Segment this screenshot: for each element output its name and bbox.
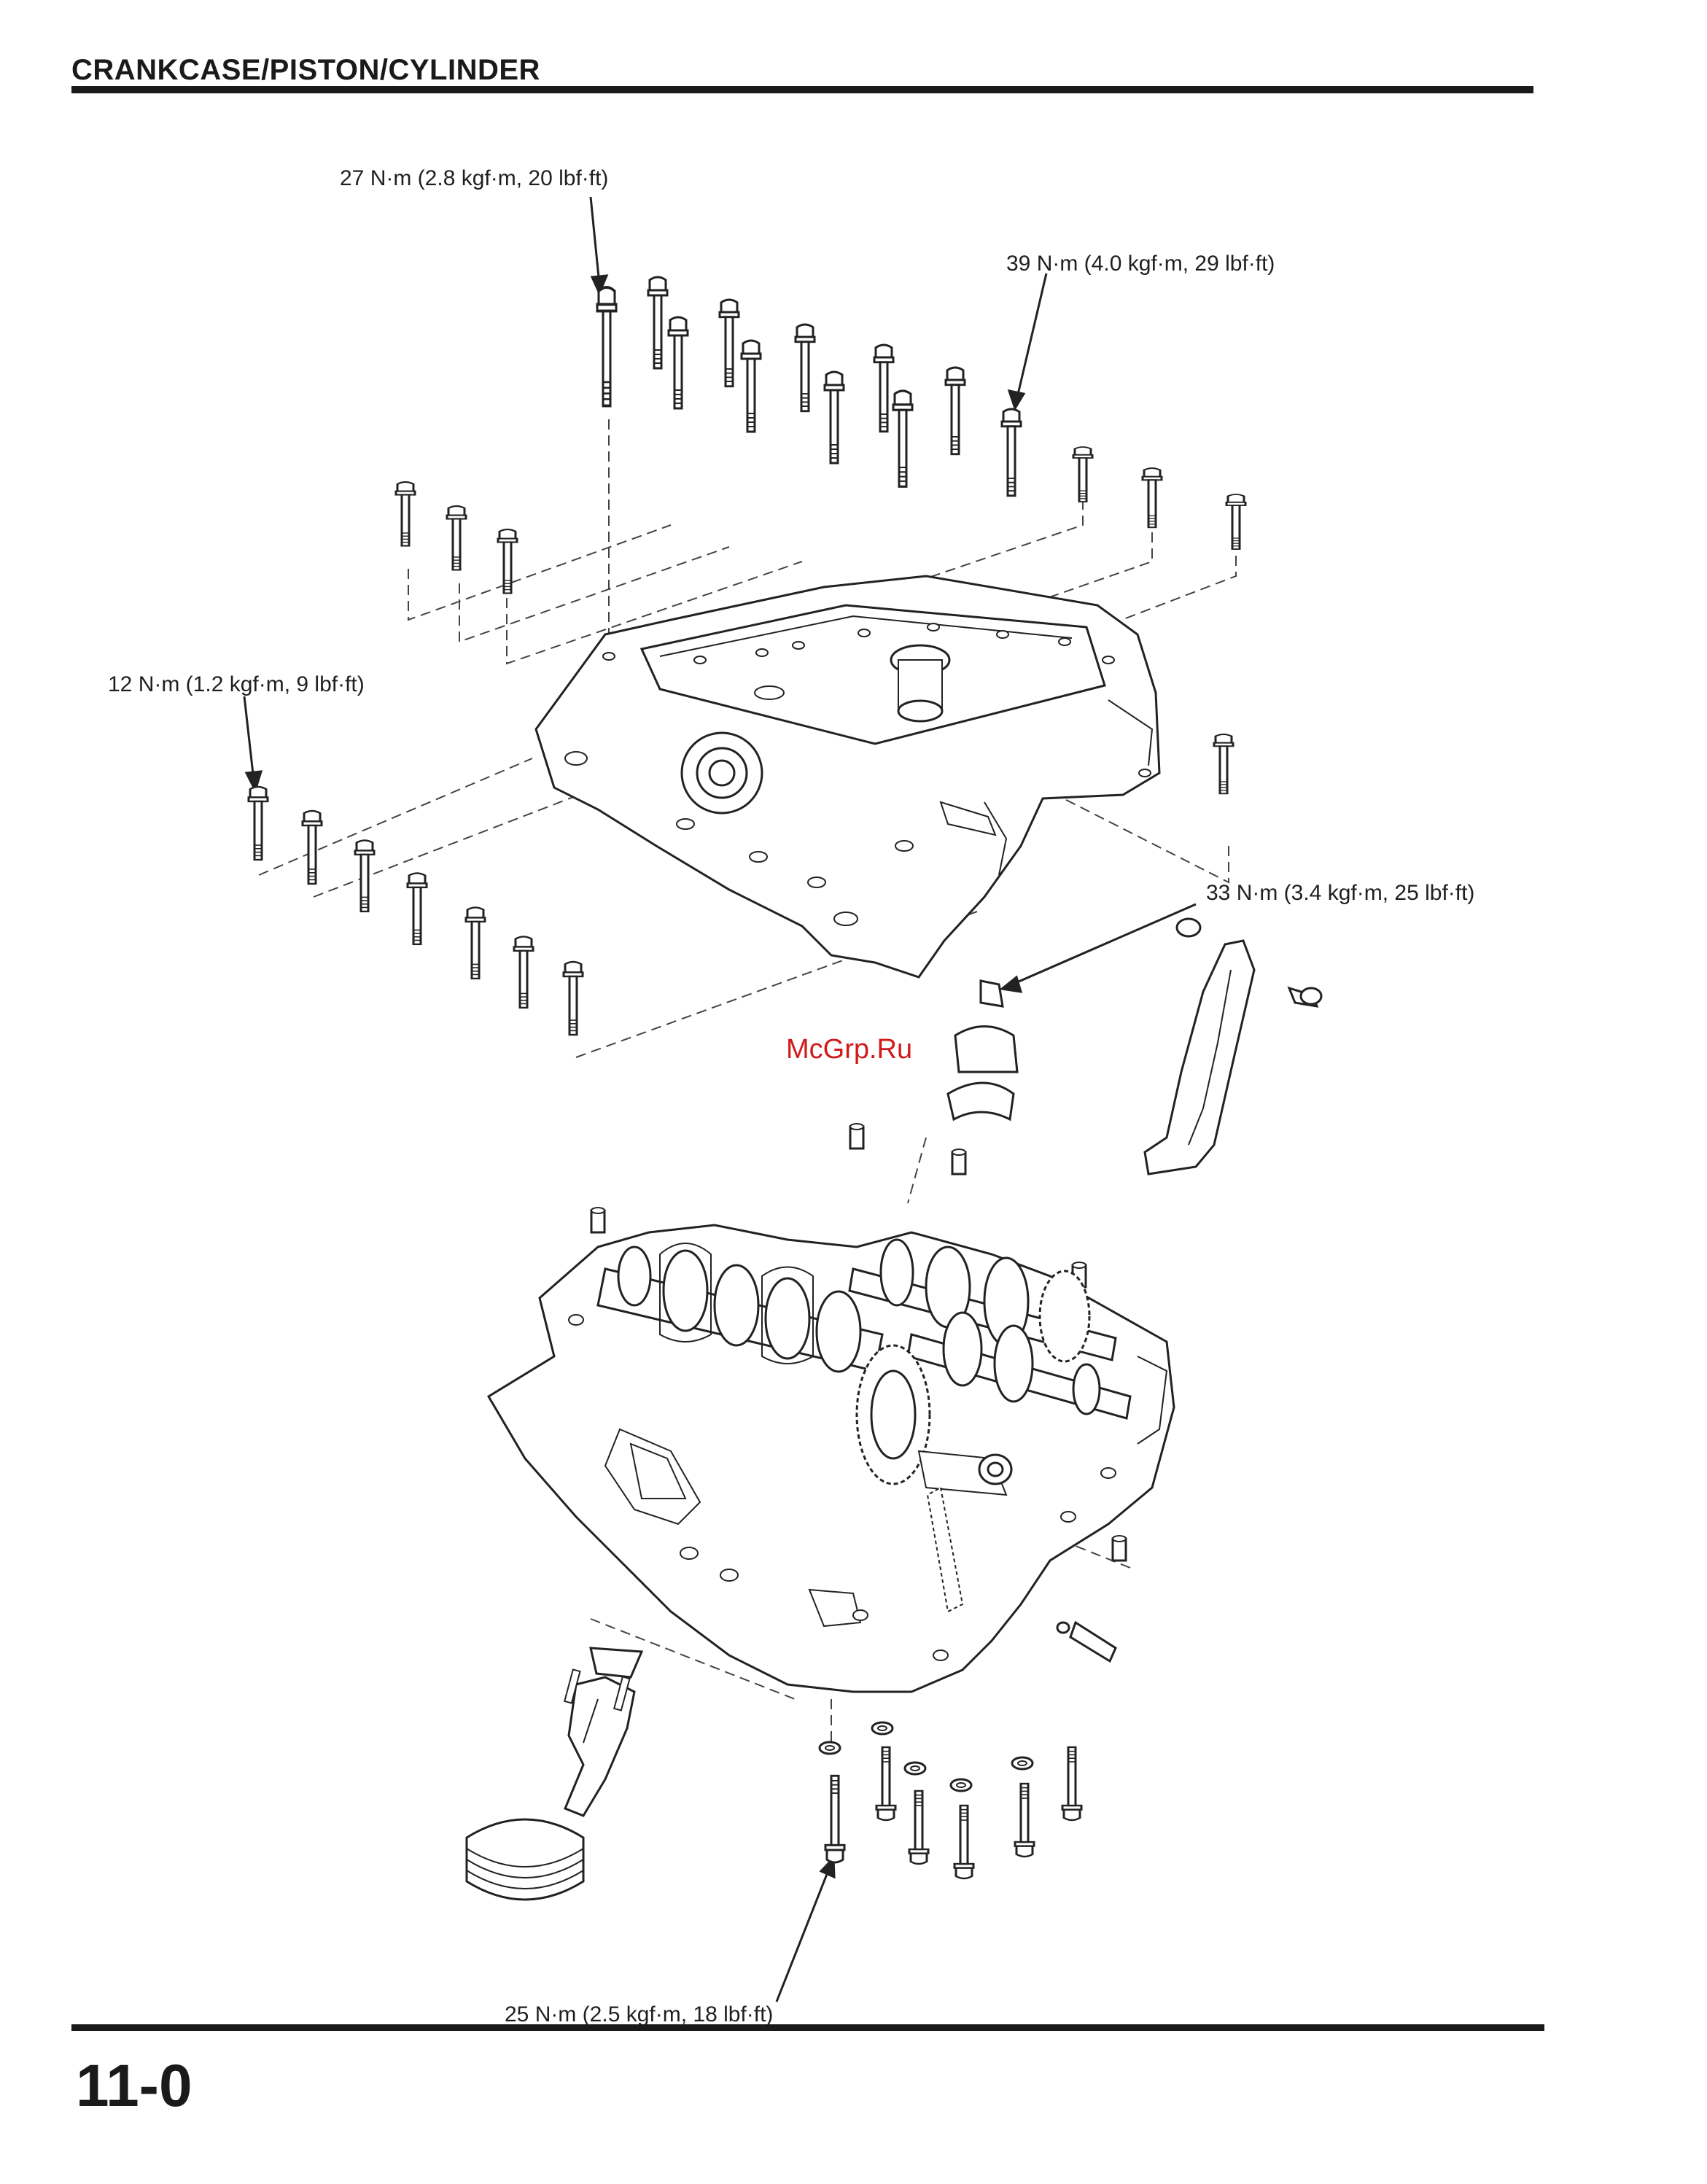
page-number: 11-0 [76,2052,193,2121]
upper-crankcase [536,576,1159,977]
footer-rule [71,2024,1544,2031]
lower-bolts [820,1722,1081,1878]
cam-chain-tensioner [948,919,1321,1174]
torque-label-upper-bolts: 27 N·m (2.8 kgf·m, 20 lbf·ft) [340,166,608,191]
torque-label-lower-bolts: 25 N·m (2.5 kgf·m, 18 lbf·ft) [505,2002,773,2027]
torque-arrows [244,197,1196,2002]
connecting-rod-and-piston [467,1648,642,1900]
torque-label-cam-chain-tensioner: 33 N·m (3.4 kgf·m, 25 lbf·ft) [1206,881,1474,906]
torque-label-side-bolts: 12 N·m (1.2 kgf·m, 9 lbf·ft) [108,672,365,697]
watermark-text: McGrp.Ru [786,1034,912,1065]
torque-label-upper-long-bolt: 39 N·m (4.0 kgf·m, 29 lbf·ft) [1006,252,1275,276]
oil-pipe [1057,1623,1116,1661]
side-bolts [249,787,583,1035]
upper-long-bolts [597,277,1021,496]
